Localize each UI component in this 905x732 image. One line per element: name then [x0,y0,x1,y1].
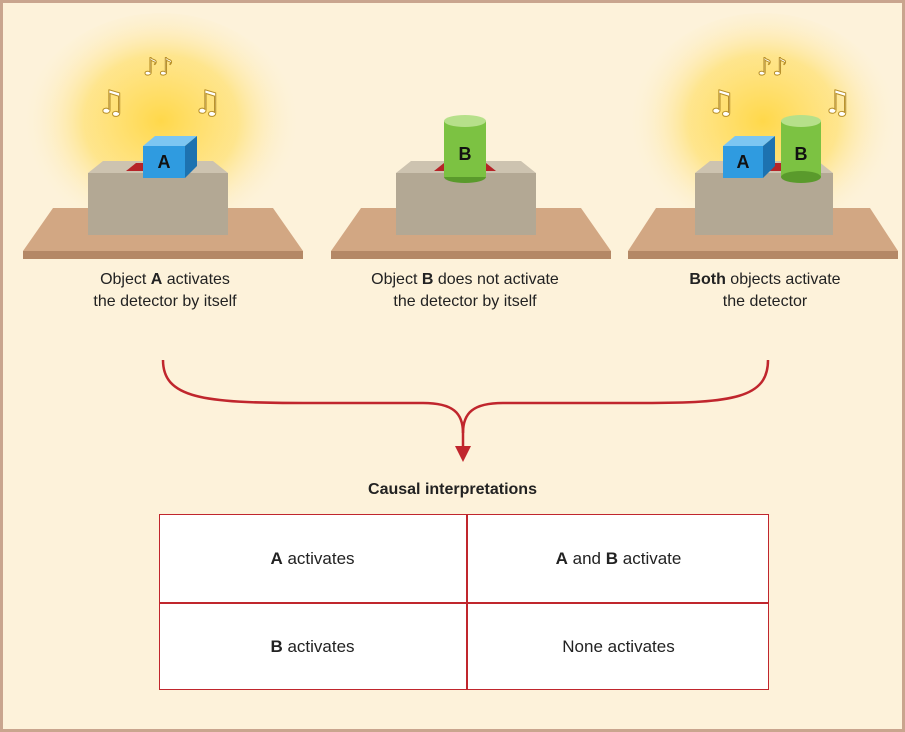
cell-none-activates: None activates [562,637,675,656]
object-label-a: A [737,152,750,172]
svg-text:♪♪: ♪♪ [143,53,174,81]
music-notes-icon: ♫ ♫ ♪♪ [97,53,223,122]
caption-object-a: Object A activates the detector by itsel… [93,271,237,310]
music-notes-icon: ♫ ♫ ♪♪ [707,53,853,122]
object-label-a: A [158,152,171,172]
scene-object-a: A ♫ ♫ ♪♪ [13,13,323,263]
cell-b-activates: B activates [270,637,355,656]
convergence-brace [161,359,770,462]
object-label-b: B [795,144,808,164]
svg-text:♫: ♫ [97,83,126,121]
cell-a-and-b-activate: A and B activate [555,549,682,568]
detector-box [88,173,228,235]
cell-a-activates: A activates [270,549,355,568]
cube-a: A [143,136,197,178]
table-divider-horizontal [160,602,768,604]
svg-text:♫: ♫ [823,83,852,121]
cylinder-b: B [781,115,821,183]
scene-both-objects: A B ♫ ♫ ♪♪ [623,13,905,263]
svg-text:♫: ♫ [707,83,736,121]
causal-interpretations-title: Causal interpretations [368,481,537,498]
down-arrow-icon [455,446,471,462]
object-label-b: B [459,144,472,164]
detector-box [396,173,536,235]
interpretations-table: A activates A and B activate B activates… [159,514,769,690]
cube-a: A [723,136,775,178]
cylinder-b: B [444,115,486,183]
caption-object-b: Object B does not activate the detector … [371,271,559,310]
svg-text:♪♪: ♪♪ [757,53,788,81]
svg-text:♫: ♫ [193,83,222,121]
detector-box [695,173,833,235]
scene-object-b: B [321,13,631,263]
caption-both-objects: Both objects activate the detector [689,271,841,310]
